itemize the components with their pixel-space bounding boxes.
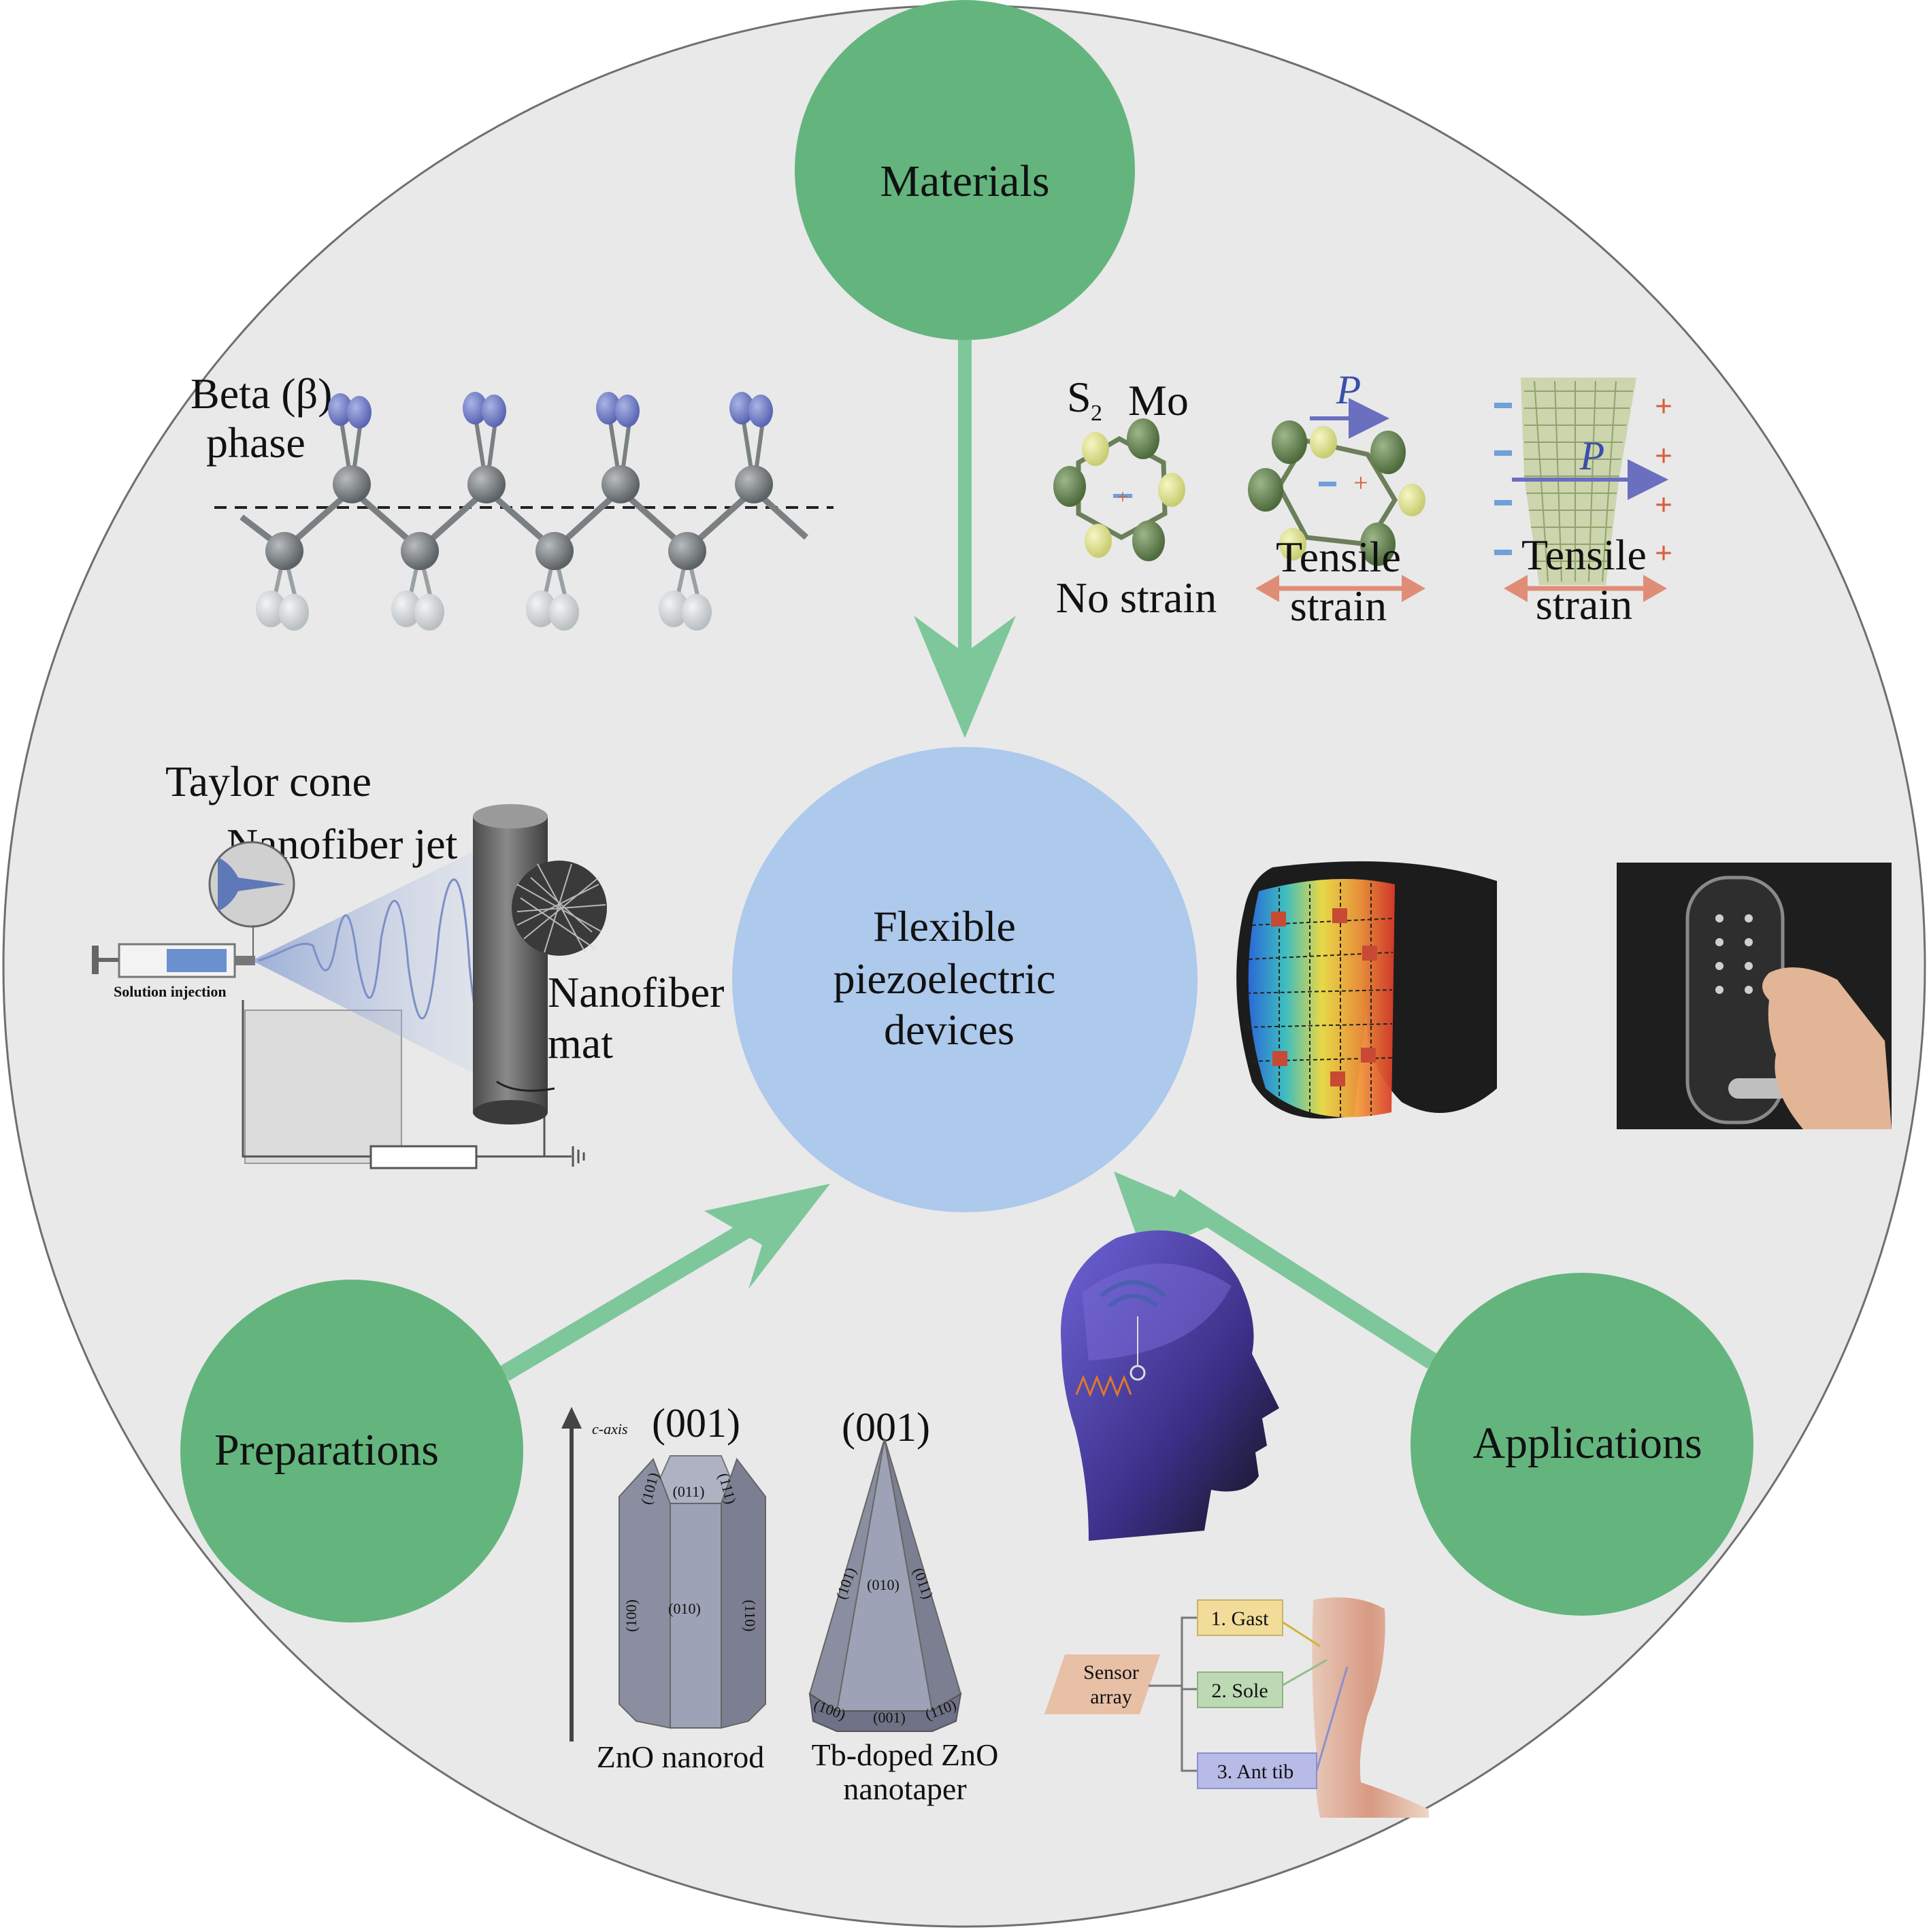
sensor-array-box (1044, 1654, 1160, 1714)
smart-lock-image (1617, 863, 1892, 1129)
sensor-array-line1: Sensor (1083, 1661, 1139, 1684)
center-label-line3: devices (884, 1005, 1015, 1054)
preparations-node: Preparations (180, 1280, 523, 1622)
beta-label-line2: phase (206, 418, 306, 467)
leg-muscle-image (1312, 1597, 1429, 1818)
mos2-tensile-strain-2: P + + + + Tensile strain (1494, 378, 1672, 629)
mos2-no-strain: S 2 Mo + No strain (1053, 373, 1217, 622)
zno-nanotaper: (101) (010) (011) (100) (001) (110) (808, 1438, 962, 1732)
taylor-cone-magnifier (208, 841, 295, 956)
applications-label: Applications (1472, 1418, 1702, 1468)
materials-node: Materials (795, 0, 1135, 340)
beta-phase-chain: Beta (β) phase (191, 369, 834, 631)
materials-label: Materials (880, 156, 1049, 206)
taylor-cone-label: Taylor cone (165, 757, 372, 805)
fiber-spiral (258, 878, 505, 1041)
rod-face-100: (100) (623, 1599, 640, 1632)
arrow-materials-to-center (914, 340, 1016, 738)
nanofiber-mat-label-line2: mat (548, 1019, 613, 1067)
nanorod-top-face: (001) (652, 1401, 740, 1446)
center-label-line1: Flexible (873, 902, 1016, 950)
p-label-1: P (1336, 367, 1362, 412)
power-supply-box (244, 1010, 402, 1164)
ground-symbol (572, 1146, 585, 1167)
nanorod-label: ZnO nanorod (597, 1739, 765, 1774)
center-node: Flexible piezoelectric devices (732, 747, 1198, 1212)
smart-glove-image (1204, 861, 1497, 1127)
beta-label-line1: Beta (β) (191, 369, 332, 418)
tensile1-plus: + (1353, 469, 1368, 497)
mos2-s-label: S (1067, 373, 1091, 421)
sensor-item-gast: 1. Gast (1197, 1599, 1283, 1636)
rod-face-011: (011) (673, 1483, 705, 1500)
svg-text:+: + (1655, 438, 1672, 473)
collector-drum (473, 804, 555, 1125)
svg-text:+: + (1655, 535, 1672, 570)
nanofiber-mat-label-line1: Nanofiber (548, 968, 724, 1016)
tensile2-double-arrow (1504, 575, 1667, 602)
sensor-item-sole: 2. Sole (1197, 1671, 1283, 1708)
taper-face-001: (001) (873, 1709, 906, 1726)
resistor (369, 1145, 478, 1169)
sensor-array-line2: array (1090, 1686, 1132, 1708)
nanotaper-label-line2: nanotaper (843, 1771, 966, 1806)
mos2-s-subscript: 2 (1091, 401, 1102, 426)
sensor-item-anttib-label: 3. Ant tib (1217, 1761, 1294, 1783)
mos2-tensile-strain-1: P + Tensile strain (1248, 367, 1425, 630)
sensor-item-anttib: 3. Ant tib (1197, 1752, 1317, 1789)
rod-face-010: (010) (668, 1600, 701, 1617)
rod-face-110: (110) (742, 1600, 759, 1632)
preparations-label: Preparations (214, 1425, 439, 1475)
sensor-item-sole-label: 2. Sole (1211, 1680, 1268, 1702)
syringe (92, 943, 255, 978)
applications-node: Applications (1411, 1273, 1753, 1616)
c-axis-label: c-axis (592, 1420, 628, 1437)
nanofiber-mat-magnifier (512, 861, 607, 956)
svg-text:+: + (1655, 388, 1672, 423)
p-label-2: P (1579, 433, 1605, 478)
tensile2-label-line1: Tensile (1521, 531, 1647, 579)
mos2-center-plus: + (1117, 486, 1129, 508)
no-strain-label: No strain (1056, 573, 1217, 622)
taper-face-010: (010) (867, 1576, 900, 1593)
sensor-connectors (1149, 1616, 1198, 1772)
chain-backbone (240, 485, 809, 554)
electrospinning-setup: Taylor cone Nanofiber jet Solution injec… (92, 757, 724, 1169)
head-image (1061, 1230, 1279, 1541)
mos2-mo-label: Mo (1128, 376, 1189, 424)
svg-text:+: + (1655, 487, 1672, 522)
arrow-preparations-to-center (500, 1184, 830, 1381)
zno-nanorod: (011) (101) (111) (100) (010) (110) (619, 1455, 766, 1729)
positive-charges: + + + + (1655, 388, 1672, 570)
tensile1-double-arrow (1255, 575, 1425, 602)
zno-crystals: c-axis (001) (011) (101) (111) (100) (01… (561, 1401, 998, 1806)
chain-atoms (256, 392, 773, 631)
sensor-item-gast-label: 1. Gast (1211, 1608, 1270, 1630)
solution-injection-label: Solution injection (114, 983, 227, 1000)
sensor-array-diagram: Sensor array 1. Gast 2. Sole 3. Ant tib (1044, 1597, 1429, 1818)
negative-charges (1494, 403, 1512, 555)
nanotaper-label-line1: Tb-doped ZnO (812, 1737, 999, 1772)
center-label-line2: piezoelectric (834, 954, 1056, 1003)
tensile1-label-line1: Tensile (1276, 533, 1401, 581)
